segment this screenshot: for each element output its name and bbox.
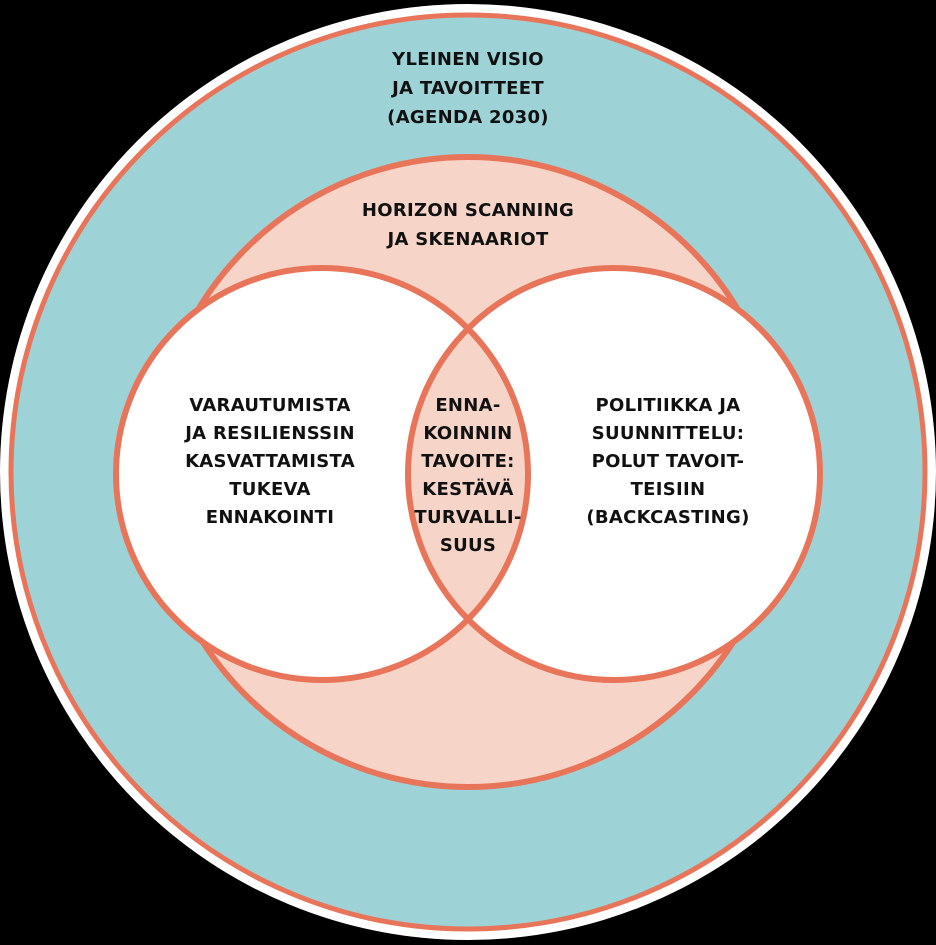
center-label: ENNA- KOINNIN TAVOITE: KESTÄVÄ TURVALLI-… [414,395,521,556]
right-label-line: POLUT TAVOIT- [592,451,745,472]
right-label-line: SUUNNITTELU: [592,423,745,444]
right-label: POLITIIKKA JA SUUNNITTELU: POLUT TAVOIT-… [586,395,749,528]
left-label-line: ENNAKOINTI [206,507,335,528]
center-label-line: KOINNIN [423,423,512,444]
left-label-line: TUKEVA [229,479,311,500]
center-label-line: ENNA- [435,395,500,416]
center-label-line: SUUS [440,535,496,556]
left-label-line: VARAUTUMISTA [189,395,350,416]
left-label: VARAUTUMISTA JA RESILIENSSIN KASVATTAMIS… [183,395,355,528]
right-label-line: TEISIIN [631,479,706,500]
left-label-line: KASVATTAMISTA [185,451,355,472]
left-label-line: JA RESILIENSSIN [183,423,355,444]
right-circle-fill [408,268,820,680]
outer-label-line: (AGENDA 2030) [387,107,549,128]
middle-label-line: HORIZON SCANNING [362,200,574,221]
center-label-line: KESTÄVÄ [422,478,514,500]
outer-label-line: JA TAVOITTEET [390,78,544,99]
left-circle-fill [116,268,528,680]
center-label-line: TAVOITE: [421,451,514,472]
middle-label-line: JA SKENAARIOT [385,229,548,250]
right-label-line: (BACKCASTING) [586,507,749,528]
left-circle-outline [113,265,531,683]
outer-label-line: YLEINEN VISIO [391,49,544,70]
center-label-line: TURVALLI- [414,507,521,528]
right-circle-outline [405,265,823,683]
outer-label: YLEINEN VISIO JA TAVOITTEET (AGENDA 2030… [387,49,549,128]
middle-label: HORIZON SCANNING JA SKENAARIOT [362,200,574,250]
right-label-line: POLITIIKKA JA [596,395,741,416]
